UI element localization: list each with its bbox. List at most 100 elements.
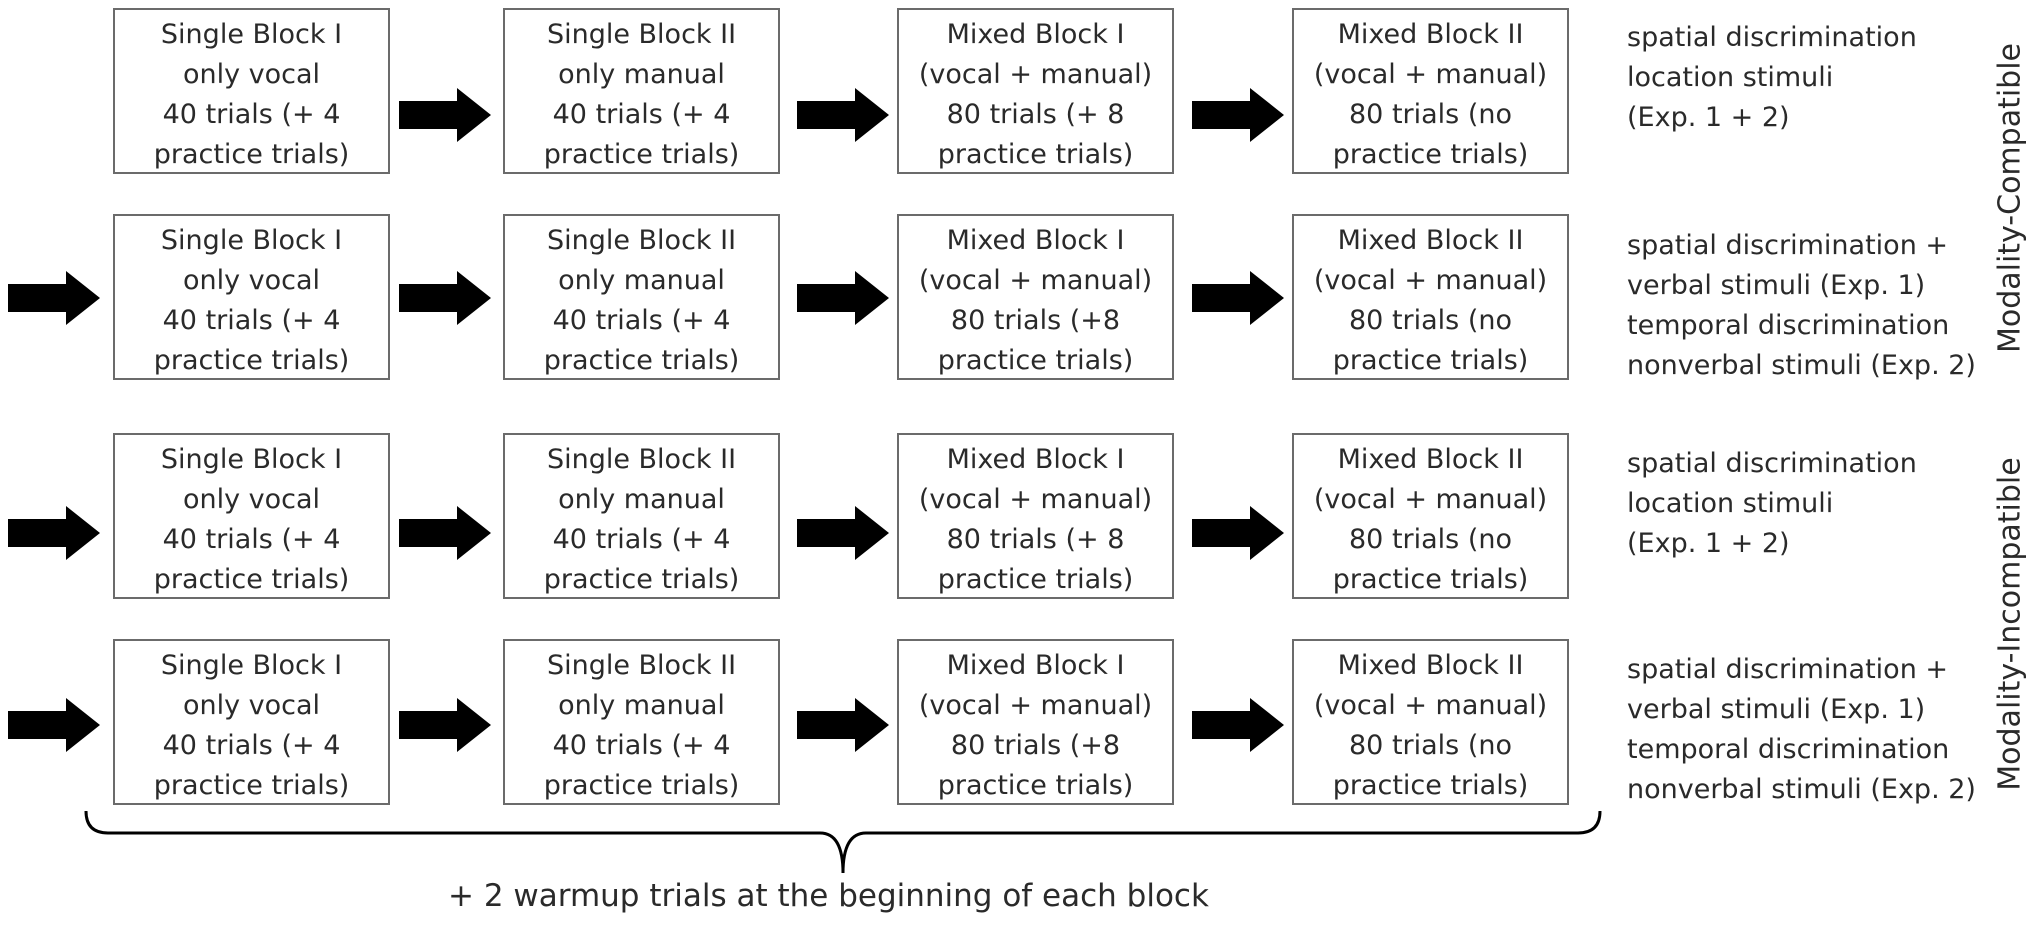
right-arrow-icon bbox=[797, 506, 889, 560]
block-label: practice trials) bbox=[543, 564, 740, 595]
block-label: practice trials) bbox=[153, 564, 350, 595]
block-label: only vocal bbox=[182, 484, 321, 515]
block-label: Single Block I bbox=[160, 444, 343, 475]
block-label: Mixed Block II bbox=[1337, 225, 1524, 256]
block-label: 80 trials (+8 bbox=[950, 305, 1121, 336]
description-line: temporal discrimination bbox=[1627, 310, 1950, 341]
block-box: Mixed Block II (vocal + manual) 80 trial… bbox=[1292, 639, 1569, 805]
block-label: (vocal + manual) bbox=[918, 690, 1153, 721]
block-box: Mixed Block II (vocal + manual) 80 trial… bbox=[1292, 214, 1569, 380]
block-label: 40 trials (+ 4 bbox=[552, 305, 731, 336]
block-box: Single Block II only manual 40 trials (+… bbox=[503, 639, 780, 805]
block-label: 40 trials (+ 4 bbox=[162, 730, 341, 761]
right-arrow-icon bbox=[1192, 271, 1284, 325]
block-label: (vocal + manual) bbox=[918, 59, 1153, 90]
block-label: 80 trials (+8 bbox=[950, 730, 1121, 761]
description-line: spatial discrimination + bbox=[1627, 654, 1949, 685]
block-box: Mixed Block I (vocal + manual) 80 trials… bbox=[897, 639, 1174, 805]
block-box: Single Block I only vocal 40 trials (+ 4… bbox=[113, 214, 390, 380]
right-arrow-icon bbox=[1192, 88, 1284, 142]
description-line: verbal stimuli (Exp. 1) bbox=[1627, 694, 1926, 725]
block-label: Single Block I bbox=[160, 19, 343, 50]
block-label: only manual bbox=[558, 690, 725, 721]
block-label: 40 trials (+ 4 bbox=[162, 524, 341, 555]
block-label: practice trials) bbox=[1332, 139, 1529, 170]
description-line: spatial discrimination bbox=[1627, 22, 1917, 53]
block-label: (vocal + manual) bbox=[1313, 690, 1548, 721]
block-label: practice trials) bbox=[937, 345, 1134, 376]
block-label: (vocal + manual) bbox=[918, 265, 1153, 296]
block-box: Single Block II only manual 40 trials (+… bbox=[503, 8, 780, 174]
block-label: practice trials) bbox=[937, 139, 1134, 170]
block-label: practice trials) bbox=[543, 139, 740, 170]
block-label: 80 trials (no bbox=[1349, 99, 1512, 130]
block-label: only vocal bbox=[182, 59, 321, 90]
block-label: practice trials) bbox=[153, 139, 350, 170]
block-label: (vocal + manual) bbox=[1313, 265, 1548, 296]
block-label: 40 trials (+ 4 bbox=[552, 99, 731, 130]
right-arrow-icon bbox=[8, 698, 100, 752]
block-label: 80 trials (+ 8 bbox=[946, 99, 1125, 130]
block-label: 40 trials (+ 4 bbox=[162, 99, 341, 130]
block-label: Mixed Block II bbox=[1337, 650, 1524, 681]
block-box: Single Block I only vocal 40 trials (+ 4… bbox=[113, 639, 390, 805]
block-box: Single Block I only vocal 40 trials (+ 4… bbox=[113, 8, 390, 174]
block-label: Single Block II bbox=[546, 444, 737, 475]
right-arrow-icon bbox=[797, 698, 889, 752]
block-label: 80 trials (+ 8 bbox=[946, 524, 1125, 555]
block-label: practice trials) bbox=[937, 770, 1134, 801]
block-label: (vocal + manual) bbox=[1313, 59, 1548, 90]
block-label: practice trials) bbox=[153, 345, 350, 376]
block-box: Mixed Block I (vocal + manual) 80 trials… bbox=[897, 433, 1174, 599]
description-line: location stimuli bbox=[1627, 488, 1834, 519]
block-label: Mixed Block I bbox=[946, 19, 1125, 50]
right-arrow-icon bbox=[8, 506, 100, 560]
right-arrow-icon bbox=[797, 88, 889, 142]
block-label: Single Block I bbox=[160, 225, 343, 256]
description-line: nonverbal stimuli (Exp. 2) bbox=[1627, 774, 1976, 805]
description-line: location stimuli bbox=[1627, 62, 1834, 93]
right-arrow-icon bbox=[797, 271, 889, 325]
block-label: Mixed Block I bbox=[946, 650, 1125, 681]
right-arrow-icon bbox=[1192, 698, 1284, 752]
block-label: Mixed Block I bbox=[946, 225, 1125, 256]
block-label: Single Block I bbox=[160, 650, 343, 681]
description-line: spatial discrimination + bbox=[1627, 230, 1949, 261]
block-box: Mixed Block II (vocal + manual) 80 trial… bbox=[1292, 433, 1569, 599]
block-label: Single Block II bbox=[546, 650, 737, 681]
block-label: 80 trials (no bbox=[1349, 524, 1512, 555]
block-box: Single Block I only vocal 40 trials (+ 4… bbox=[113, 433, 390, 599]
block-label: 80 trials (no bbox=[1349, 305, 1512, 336]
block-box: Single Block II only manual 40 trials (+… bbox=[503, 433, 780, 599]
block-label: only manual bbox=[558, 484, 725, 515]
description-line: (Exp. 1 + 2) bbox=[1627, 528, 1790, 559]
block-label: only vocal bbox=[182, 265, 321, 296]
block-box: Mixed Block I (vocal + manual) 80 trials… bbox=[897, 8, 1174, 174]
block-label: practice trials) bbox=[153, 770, 350, 801]
footnote: + 2 warmup trials at the beginning of ea… bbox=[448, 878, 1209, 914]
right-arrow-icon bbox=[399, 698, 491, 752]
block-label: practice trials) bbox=[1332, 345, 1529, 376]
block-label: (vocal + manual) bbox=[1313, 484, 1548, 515]
description-line: temporal discrimination bbox=[1627, 734, 1950, 765]
right-arrow-icon bbox=[1192, 506, 1284, 560]
block-box: Single Block II only manual 40 trials (+… bbox=[503, 214, 780, 380]
right-arrow-icon bbox=[8, 271, 100, 325]
block-label: Mixed Block I bbox=[946, 444, 1125, 475]
block-label: 80 trials (no bbox=[1349, 730, 1512, 761]
block-label: practice trials) bbox=[543, 345, 740, 376]
block-label: practice trials) bbox=[1332, 564, 1529, 595]
block-label: practice trials) bbox=[937, 564, 1134, 595]
right-arrow-icon bbox=[399, 271, 491, 325]
right-arrow-icon bbox=[399, 88, 491, 142]
block-label: Single Block II bbox=[546, 19, 737, 50]
block-label: 40 trials (+ 4 bbox=[162, 305, 341, 336]
right-arrow-icon bbox=[399, 506, 491, 560]
block-label: only manual bbox=[558, 265, 725, 296]
description-line: nonverbal stimuli (Exp. 2) bbox=[1627, 350, 1976, 381]
block-label: Mixed Block II bbox=[1337, 444, 1524, 475]
block-box: Mixed Block II (vocal + manual) 80 trial… bbox=[1292, 8, 1569, 174]
description-line: verbal stimuli (Exp. 1) bbox=[1627, 270, 1926, 301]
block-box: Mixed Block I (vocal + manual) 80 trials… bbox=[897, 214, 1174, 380]
